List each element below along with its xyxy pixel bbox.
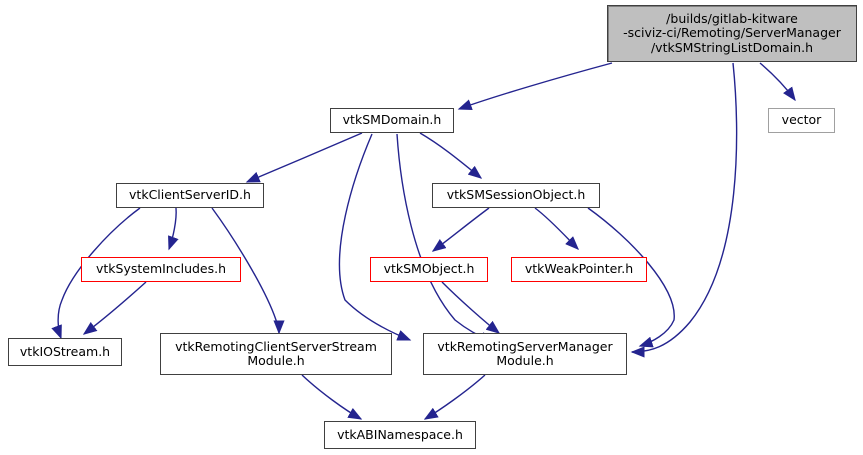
graph-node-vtksmsessionobject[interactable]: vtkSMSessionObject.h xyxy=(432,183,600,208)
graph-node-vtkclientserverid[interactable]: vtkClientServerID.h xyxy=(116,183,264,208)
graph-edge-vtksmdomain-to-vtkremotingservermanagermodule xyxy=(396,133,495,343)
graph-node-vector[interactable]: vector xyxy=(768,108,835,133)
graph-node-vtkiostream[interactable]: vtkIOStream.h xyxy=(8,338,122,366)
graph-node-vtkremotingclientserverstreammodule[interactable]: vtkRemotingClientServerStream Module.h xyxy=(160,333,392,375)
graph-edge-root-to-vector xyxy=(759,62,796,102)
graph-edge-vtksmdomain-to-vtkremotingclientserverstreammodule xyxy=(338,133,412,341)
graph-edge-vtksmsessionobject-to-vtksmobject xyxy=(431,207,490,252)
graph-node-vtksystemincludes[interactable]: vtkSystemIncludes.h xyxy=(81,257,241,282)
graph-edge-root-to-vtkremotingservermanagermodule xyxy=(630,62,738,358)
graph-node-root[interactable]: /builds/gitlab-kitware -sciviz-ci/Remoti… xyxy=(607,5,857,62)
graph-node-vtkabinamespace[interactable]: vtkABINamespace.h xyxy=(324,421,476,449)
graph-node-vtkremotingservermanagermodule[interactable]: vtkRemotingServerManager Module.h xyxy=(423,333,627,375)
graph-edge-root-to-vtksmdomain xyxy=(457,62,613,110)
graph-node-vtkweakpointer[interactable]: vtkWeakPointer.h xyxy=(511,257,647,282)
graph-edge-vtkremotingclientserverstreammodule-to-vtkabinamespace xyxy=(301,374,363,420)
graph-node-vtksmobject[interactable]: vtkSMObject.h xyxy=(370,257,488,282)
graph-edge-vtksmobject-to-vtkremotingservermanagermodule xyxy=(441,281,501,334)
graph-edge-vtksmdomain-to-vtkclientserverid xyxy=(245,132,363,183)
graph-edge-vtkremotingservermanagermodule-to-vtkabinamespace xyxy=(423,374,486,420)
graph-edge-vtksmdomain-to-vtksmsessionobject xyxy=(419,132,483,179)
graph-node-vtksmdomain[interactable]: vtkSMDomain.h xyxy=(330,108,454,133)
graph-edge-vtksmsessionobject-to-vtkweakpointer xyxy=(534,207,579,250)
graph-edge-vtksystemincludes-to-vtkiostream xyxy=(82,281,147,335)
graph-edge-vtkclientserverid-to-vtksystemincludes xyxy=(168,207,179,251)
